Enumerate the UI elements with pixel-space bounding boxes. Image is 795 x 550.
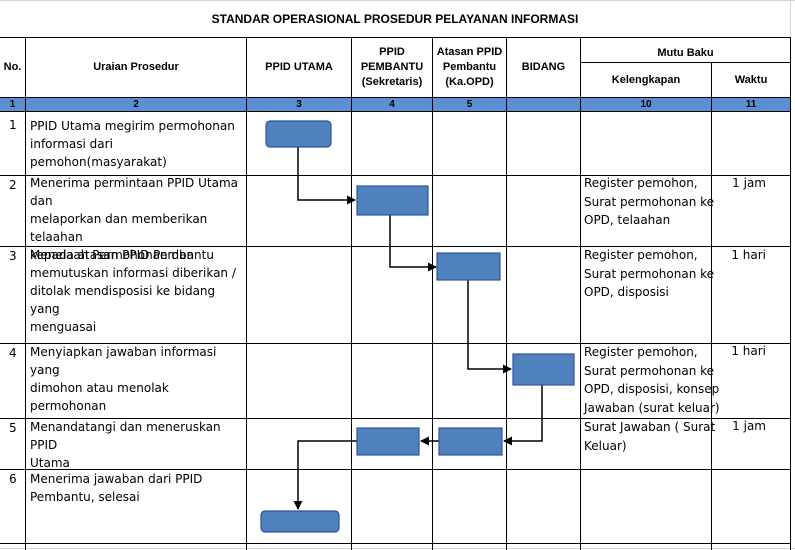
row-3-uraian-line: menguasai bbox=[30, 320, 97, 334]
row-2-kelengkapan-line: Surat permohonan ke bbox=[584, 194, 715, 209]
header-atasan-line3: (Ka.OPD) bbox=[445, 76, 494, 88]
connector-2-3 bbox=[389, 215, 437, 272]
row-3-uraian-line: memutuskan informasi diberikan / bbox=[30, 266, 236, 280]
row-6-uraian: Menerima jawaban dari PPID Pembantu, sel… bbox=[26, 470, 246, 506]
colnum-1: 1 bbox=[0, 98, 25, 111]
header-kelengkapan: Kelengkapan bbox=[611, 73, 681, 86]
process-step-4-shape bbox=[512, 353, 575, 386]
row-1-uraian-line: PPID Utama megirim permohonan bbox=[30, 119, 235, 133]
row-3-no: 3 bbox=[9, 249, 17, 263]
row-2-uraian: Menerima permintaan PPID Utama dan melap… bbox=[26, 174, 246, 264]
row-3-waktu: 1 hari bbox=[731, 248, 766, 262]
colnum-4: 4 bbox=[352, 98, 432, 111]
process-step-3-shape bbox=[436, 252, 501, 281]
row-2-uraian-line: kepada atasan PPID Pembantu bbox=[30, 248, 214, 262]
header-ppid-pembantu-line2: PEMBANTU bbox=[360, 61, 424, 73]
row-5-kelengkapan: Surat Jawaban ( Surat Keluar) bbox=[581, 418, 716, 455]
header-waktu: Waktu bbox=[734, 73, 768, 86]
process-step-2-shape bbox=[356, 185, 429, 216]
row-4-kelengkapan: Register pemohon, Surat permohonan ke OP… bbox=[581, 343, 720, 417]
header-atasan-line2: Pembantu bbox=[442, 61, 497, 73]
row-5-no: 5 bbox=[9, 421, 17, 435]
header-ppid-utama: PPID UTAMA bbox=[265, 61, 333, 73]
connector-3-4 bbox=[467, 280, 512, 374]
row-4-kelengkapan-line: Register pemohon, bbox=[584, 345, 698, 359]
header-ppid-pembantu: PPID PEMBANTU (Sekretaris) bbox=[352, 38, 432, 97]
row-4-kelengkapan-line: Jawaban (surat keluar) bbox=[584, 400, 720, 415]
row-4-uraian-line: Menyiapkan jawaban informasi yang bbox=[30, 345, 217, 377]
row-3-uraian-line: Menelaah Permohonan dan bbox=[30, 248, 195, 262]
header-uraian: Uraian Prosedur bbox=[93, 61, 179, 73]
row-4-kelengkapan-line: Surat permohonan ke bbox=[584, 363, 715, 378]
row-2-waktu: 1 jam bbox=[732, 176, 766, 190]
header-atasan: Atasan PPID Pembantu (Ka.OPD) bbox=[433, 38, 506, 97]
row-5-kelengkapan-line: Surat Jawaban ( Surat bbox=[584, 420, 716, 434]
row-5-uraian-line: Utama bbox=[30, 456, 70, 470]
header-mutu-baku: Mutu Baku bbox=[657, 46, 714, 59]
row-6-uraian-line: Menerima jawaban dari PPID bbox=[30, 472, 203, 486]
connector-1-2 bbox=[297, 147, 356, 205]
row-3-kelengkapan-line: Register pemohon, bbox=[584, 248, 698, 262]
process-step-1-shape bbox=[265, 120, 332, 148]
row-2-uraian-line: Menerima permintaan PPID Utama dan bbox=[30, 176, 238, 208]
row-3-uraian: Menelaah Permohonan dan memutuskan infor… bbox=[26, 246, 246, 336]
row-6-no: 6 bbox=[9, 472, 17, 486]
row-5-uraian: Menandatangi dan meneruskan PPID Utama bbox=[26, 418, 246, 472]
row-2-kelengkapan-line: OPD, telaahan bbox=[584, 213, 671, 227]
row-4-kelengkapan-line: OPD, disposisi, konsep bbox=[584, 382, 720, 396]
colnum-10: 10 bbox=[581, 98, 711, 111]
row-5-waktu: 1 jam bbox=[732, 419, 766, 433]
page-title: STANDAR OPERASIONAL PROSEDUR PELAYANAN I… bbox=[0, 0, 790, 38]
header-ppid-pembantu-line3: (Sekretaris) bbox=[361, 76, 423, 88]
colnum-bidang bbox=[507, 98, 580, 111]
row-3-kelengkapan: Register pemohon, Surat permohonan ke OP… bbox=[581, 246, 715, 302]
process-step-6-shape bbox=[260, 510, 340, 533]
row-2-kelengkapan: Register pemohon, Surat permohonan ke OP… bbox=[581, 174, 715, 230]
row-2-no: 2 bbox=[9, 178, 17, 192]
row-1-uraian-line: informasi dari pemohon(masyarakat) bbox=[30, 137, 167, 169]
header-no: No. bbox=[3, 61, 22, 73]
row-3-kelengkapan-line: Surat permohonan ke bbox=[584, 266, 715, 281]
row-1-uraian: PPID Utama megirim permohonan informasi … bbox=[26, 117, 246, 171]
colnum-2: 2 bbox=[26, 98, 246, 111]
row-3-uraian-line: ditolak mendisposisi ke bidang yang bbox=[30, 284, 216, 316]
process-step-5a-shape bbox=[356, 427, 420, 456]
row-3-kelengkapan-line: OPD, disposisi bbox=[584, 285, 669, 299]
process-step-5b-shape bbox=[438, 427, 503, 456]
row-6-uraian-line: Pembantu, selesai bbox=[30, 490, 140, 504]
row-4-uraian-line: dimohon atau menolak permohonan bbox=[30, 381, 169, 413]
row-5-uraian-line: Menandatangi dan meneruskan PPID bbox=[30, 420, 221, 452]
colnum-3: 3 bbox=[247, 98, 351, 111]
row-2-kelengkapan-line: Register pemohon, bbox=[584, 176, 698, 190]
row-2-uraian-line: melaporkan dan memberikan telaahan bbox=[30, 212, 208, 244]
colnum-5: 5 bbox=[433, 98, 506, 111]
connector-5-6 bbox=[293, 440, 357, 510]
row-4-no: 4 bbox=[9, 346, 17, 360]
row-4-waktu: 1 hari bbox=[731, 344, 766, 358]
colnum-11: 11 bbox=[712, 98, 790, 111]
header-bidang: BIDANG bbox=[521, 61, 566, 73]
row-1-no: 1 bbox=[9, 118, 17, 132]
header-atasan-line1: Atasan PPID bbox=[436, 46, 503, 58]
row-5-kelengkapan-line: Keluar) bbox=[584, 438, 627, 453]
header-ppid-pembantu-line1: PPID bbox=[379, 46, 405, 58]
row-4-uraian: Menyiapkan jawaban informasi yang dimoho… bbox=[26, 343, 246, 415]
connector-4-5 bbox=[503, 385, 543, 446]
